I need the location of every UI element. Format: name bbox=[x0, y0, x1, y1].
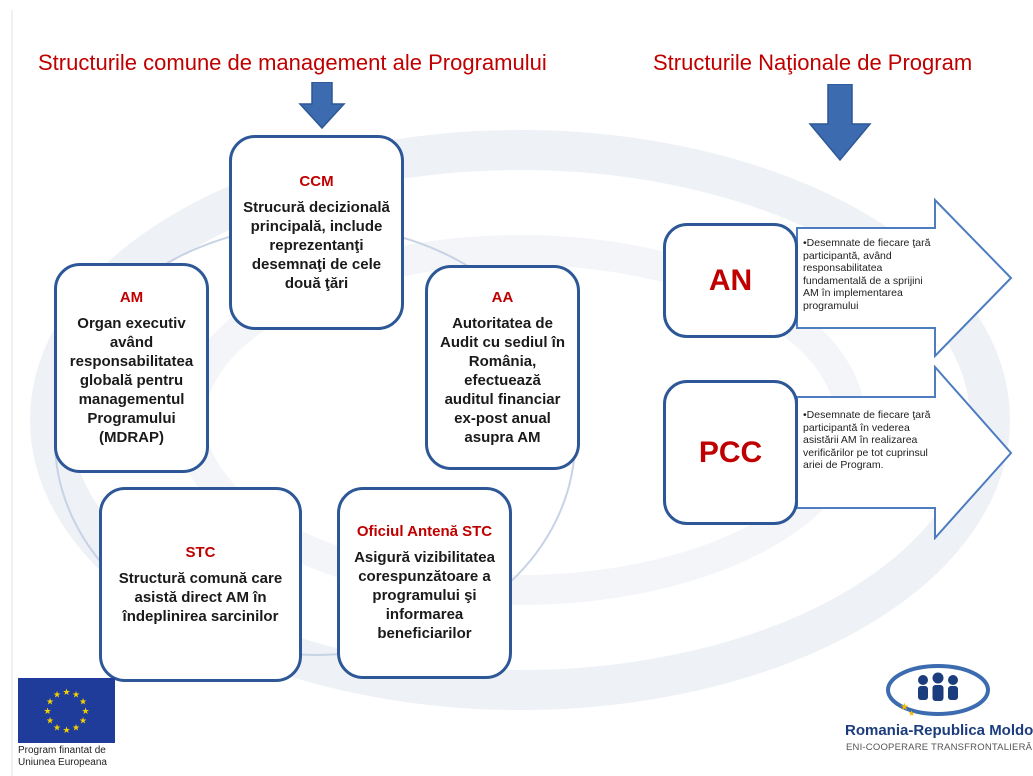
svg-text:★: ★ bbox=[72, 724, 80, 734]
aa-box: AA Autoritatea de Audit cu sediul în Rom… bbox=[425, 265, 580, 470]
am-description: Organ executiv având responsabilitatea g… bbox=[69, 315, 194, 446]
an-box: AN bbox=[663, 223, 798, 338]
oficiul-antena-box: Oficiul Antenă STC Asigură vizibilitatea… bbox=[337, 487, 512, 679]
down-arrow-icon bbox=[808, 84, 872, 162]
aa-abbr: AA bbox=[491, 288, 514, 306]
svg-text:★: ★ bbox=[79, 698, 87, 708]
eu-flag-logo: ★ ★ ★ ★ ★ ★ ★ ★ ★ ★ ★ ★ bbox=[18, 678, 115, 743]
svg-text:★: ★ bbox=[62, 688, 70, 698]
ccm-description: Strucură decizională principală, include… bbox=[243, 198, 390, 292]
eu-caption-line-2: Uniunea Europeana bbox=[18, 757, 107, 768]
aa-description: Autoritatea de Audit cu sediul în Români… bbox=[439, 314, 565, 446]
svg-text:★: ★ bbox=[900, 702, 909, 713]
am-abbr: AM bbox=[119, 289, 144, 306]
svg-text:★: ★ bbox=[43, 707, 51, 717]
svg-text:★: ★ bbox=[46, 717, 54, 727]
svg-text:★: ★ bbox=[46, 698, 54, 708]
svg-text:★: ★ bbox=[81, 707, 89, 717]
an-abbr: AN bbox=[708, 263, 753, 297]
svg-text:★: ★ bbox=[62, 726, 70, 736]
program-logo-icon: ★ ★ bbox=[886, 664, 990, 718]
pcc-description: •Desemnate de fiecare ţară participantă … bbox=[803, 409, 931, 471]
stc-abbr: STC bbox=[185, 543, 216, 561]
pcc-box: PCC bbox=[663, 380, 798, 525]
am-box: AM Organ executiv având responsabilitate… bbox=[54, 263, 209, 473]
stc-box: STC Structură comună care asistă direct … bbox=[99, 487, 302, 682]
eu-caption: Program finantat de Uniunea Europeana bbox=[18, 745, 107, 769]
program-subtitle: ENI-COOPERARE TRANSFRONTALIERĂ bbox=[846, 742, 1033, 753]
oficiul-antena-abbr: Oficiul Antenă STC bbox=[356, 523, 493, 540]
stc-description: Structură comună care asistă direct AM î… bbox=[118, 569, 283, 625]
pcc-abbr: PCC bbox=[698, 435, 763, 469]
ccm-abbr: CCM bbox=[299, 172, 334, 190]
down-arrow-icon bbox=[298, 82, 346, 130]
svg-text:★: ★ bbox=[53, 691, 61, 701]
title-common-structures: Structurile comune de management ale Pro… bbox=[38, 50, 547, 75]
svg-text:★: ★ bbox=[53, 724, 61, 734]
ccm-box: CCM Strucură decizională principală, inc… bbox=[229, 135, 404, 330]
eu-stars-icon: ★ ★ ★ ★ ★ ★ ★ ★ ★ ★ ★ ★ bbox=[43, 688, 89, 736]
eu-caption-line-1: Program finantat de bbox=[18, 745, 106, 756]
title-national-structures: Structurile Naţionale de Program bbox=[653, 50, 973, 75]
svg-text:★: ★ bbox=[908, 709, 915, 718]
an-description: •Desemnate de fiecare ţară participantă,… bbox=[803, 237, 931, 312]
pcc-arrow-shape bbox=[796, 365, 1013, 540]
program-name: Romania-Republica Moldova bbox=[845, 722, 1033, 739]
an-arrow-shape bbox=[796, 198, 1013, 358]
svg-text:★: ★ bbox=[72, 691, 80, 701]
oficiul-antena-description: Asigură vizibilitatea corespunzătoare a … bbox=[354, 549, 495, 642]
svg-text:★: ★ bbox=[79, 717, 87, 727]
